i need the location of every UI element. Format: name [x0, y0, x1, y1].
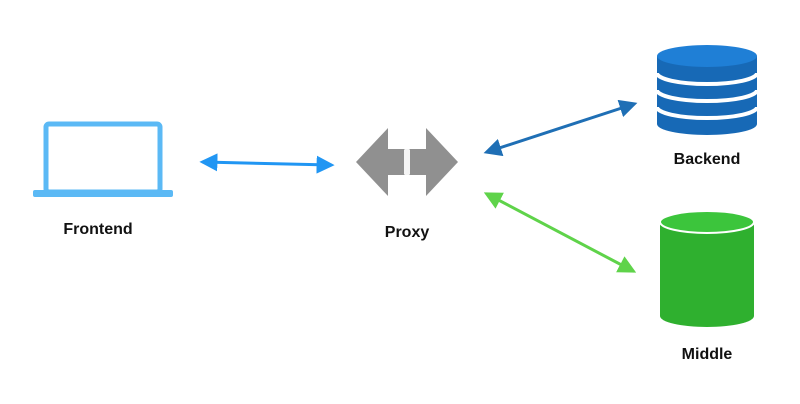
- database-cylinder-icon: [659, 210, 755, 327]
- laptop-icon: [33, 121, 173, 197]
- connection-proxy-middle: [483, 192, 637, 273]
- backend-label: Backend: [673, 151, 741, 168]
- connection-frontend-proxy: [199, 153, 335, 174]
- database-stack-icon: [655, 45, 759, 135]
- middle-label: Middle: [681, 346, 733, 363]
- frontend-label: Frontend: [63, 221, 133, 238]
- connection-proxy-backend: [483, 99, 638, 157]
- proxy-label: Proxy: [384, 224, 430, 241]
- proxy-arrows-icon: [356, 128, 458, 196]
